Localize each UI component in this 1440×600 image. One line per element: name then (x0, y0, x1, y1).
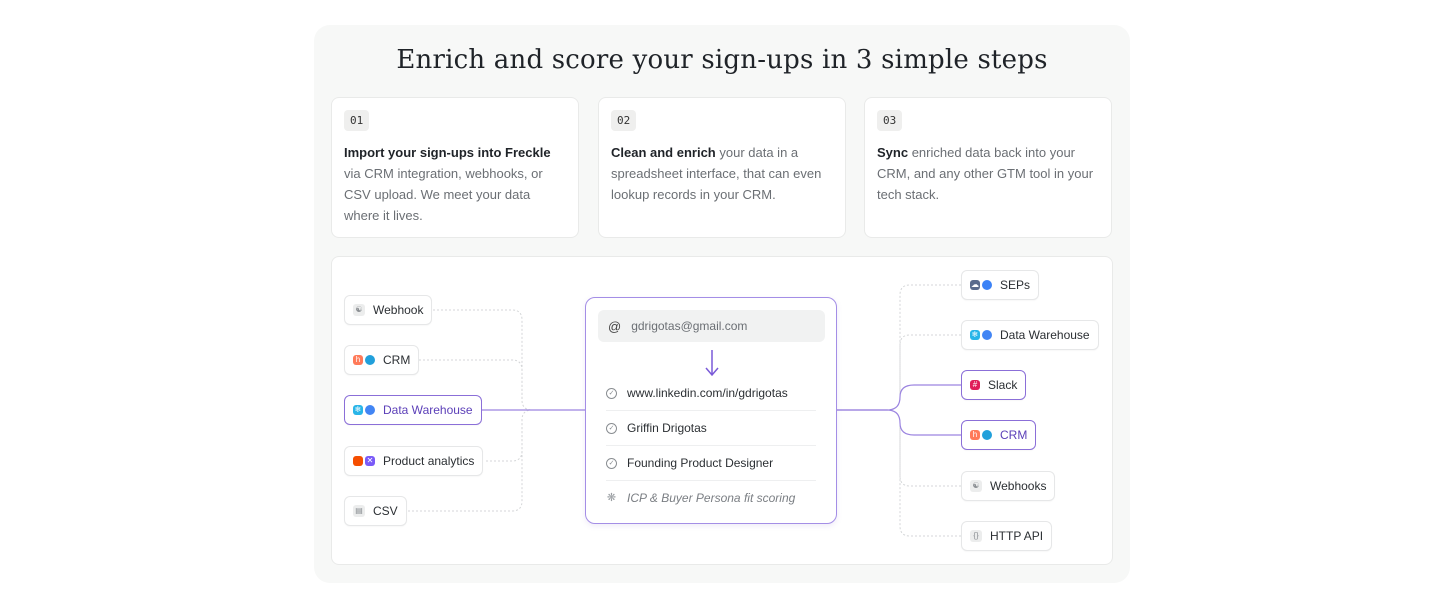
step-description: Clean and enrich your data in a spreadsh… (611, 145, 822, 202)
destination-seps[interactable]: ☁ SEPs (961, 270, 1040, 300)
product-analytics-icon: ✕ (353, 456, 375, 466)
step-card-3: 03 Sync enriched data back into your CRM… (864, 97, 1112, 238)
csv-file-icon: ▤ (353, 505, 365, 517)
webhook-icon: ☯ (970, 480, 982, 492)
data-warehouse-icon: ❄ (970, 330, 992, 340)
source-data-warehouse[interactable]: ❄ Data Warehouse (344, 395, 482, 425)
destination-data-warehouse[interactable]: ❄ Data Warehouse (961, 320, 1099, 350)
enriched-field-name: ✓ Griffin Drigotas (606, 411, 816, 446)
source-csv[interactable]: ▤ CSV (344, 496, 407, 526)
arrow-down-icon (705, 350, 719, 377)
section-headline: Enrich and score your sign-ups in 3 simp… (396, 45, 1048, 75)
data-warehouse-icon: ❄ (353, 405, 375, 415)
destination-crm[interactable]: h CRM (961, 420, 1037, 450)
check-circle-icon: ✓ (606, 457, 617, 469)
destination-slack[interactable]: # Slack (961, 370, 1027, 400)
slack-icon: # (970, 380, 980, 390)
step-description: Sync enriched data back into your CRM, a… (877, 145, 1094, 202)
enriched-field-linkedin: ✓ www.linkedin.com/in/gdrigotas (606, 376, 816, 411)
source-webhook[interactable]: ☯ Webhook (344, 295, 433, 325)
step-number: 03 (877, 110, 903, 131)
step-number: 01 (344, 110, 370, 131)
http-api-icon: {} (970, 530, 982, 542)
loading-spinner-icon: ❋ (606, 492, 617, 504)
at-sign-icon: @ (608, 318, 622, 334)
email-input-display: @ gdrigotas@gmail.com (598, 310, 825, 342)
step-number: 02 (611, 110, 637, 131)
webhook-icon: ☯ (353, 304, 365, 316)
source-product-analytics[interactable]: ✕ Product analytics (344, 446, 484, 476)
crm-icon: h (353, 355, 375, 365)
data-flow-diagram: ☯ Webhook h CRM ❄ Data Warehouse ✕ Produ… (331, 256, 1113, 565)
crm-icon: h (970, 430, 992, 440)
enrichment-card: @ gdrigotas@gmail.com ✓ www.linkedin.com… (585, 297, 837, 524)
step-description: Import your sign-ups into Freckle via CR… (344, 145, 551, 223)
source-crm[interactable]: h CRM (344, 345, 420, 375)
enriched-field-title: ✓ Founding Product Designer (606, 446, 816, 481)
destination-webhooks[interactable]: ☯ Webhooks (961, 471, 1056, 501)
step-card-1: 01 Import your sign-ups into Freckle via… (331, 97, 579, 238)
connector-lines (408, 284, 961, 537)
step-card-2: 02 Clean and enrich your data in a sprea… (598, 97, 846, 238)
check-circle-icon: ✓ (606, 422, 617, 434)
destination-http-api[interactable]: {} HTTP API (961, 521, 1053, 551)
seps-icon: ☁ (970, 280, 992, 290)
check-circle-icon: ✓ (606, 387, 617, 399)
steps-panel: Enrich and score your sign-ups in 3 simp… (314, 25, 1130, 583)
scoring-status-row: ❋ ICP & Buyer Persona fit scoring (606, 490, 796, 505)
